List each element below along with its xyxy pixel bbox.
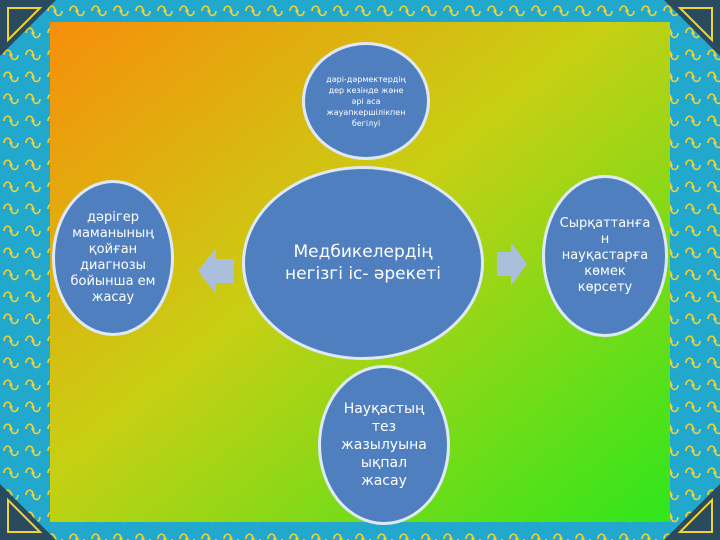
- left-bubble-text: дәрігер маманының қойған диагнозы бойынш…: [70, 210, 156, 305]
- center-bubble: Медбикелердің негізгі іс- әрекеті: [242, 166, 484, 360]
- left-arrow: [198, 248, 234, 294]
- right-arrow: [497, 242, 527, 286]
- left-bubble: дәрігер маманының қойған диагнозы бойынш…: [52, 180, 174, 336]
- bottom-bubble-text: Науқастың тез жазылуына ықпал жасау: [341, 401, 427, 489]
- right-bubble-text: Сырқаттанға н науқастарға көмек көрсету: [559, 216, 651, 295]
- right-bubble: Сырқаттанға н науқастарға көмек көрсету: [542, 175, 668, 337]
- top-bubble-text: дәрі-дәрмектердің дер кезінде және әрі а…: [326, 74, 406, 128]
- bottom-bubble: Науқастың тез жазылуына ықпал жасау: [318, 365, 450, 525]
- top-bubble: дәрі-дәрмектердің дер кезінде және әрі а…: [302, 42, 430, 160]
- center-bubble-text: Медбикелердің негізгі іс- әрекеті: [285, 242, 441, 284]
